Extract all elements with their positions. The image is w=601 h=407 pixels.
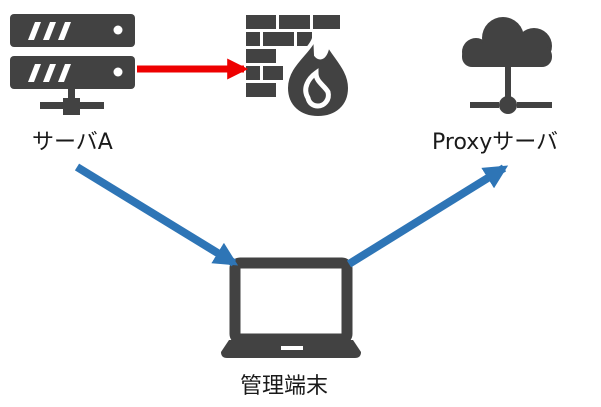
firewall-icon bbox=[246, 15, 353, 121]
route-arrow-server-to-terminal bbox=[74, 163, 239, 267]
server-a-label: サーバA bbox=[32, 130, 113, 155]
cloud-network-icon bbox=[462, 17, 552, 114]
proxy-server-label: Proxyサーバ bbox=[432, 130, 559, 155]
server-rack-icon bbox=[10, 14, 135, 115]
admin-terminal-label: 管理端末 bbox=[240, 374, 329, 399]
laptop-icon bbox=[221, 257, 361, 358]
route-arrow-terminal-to-proxy bbox=[346, 164, 509, 268]
